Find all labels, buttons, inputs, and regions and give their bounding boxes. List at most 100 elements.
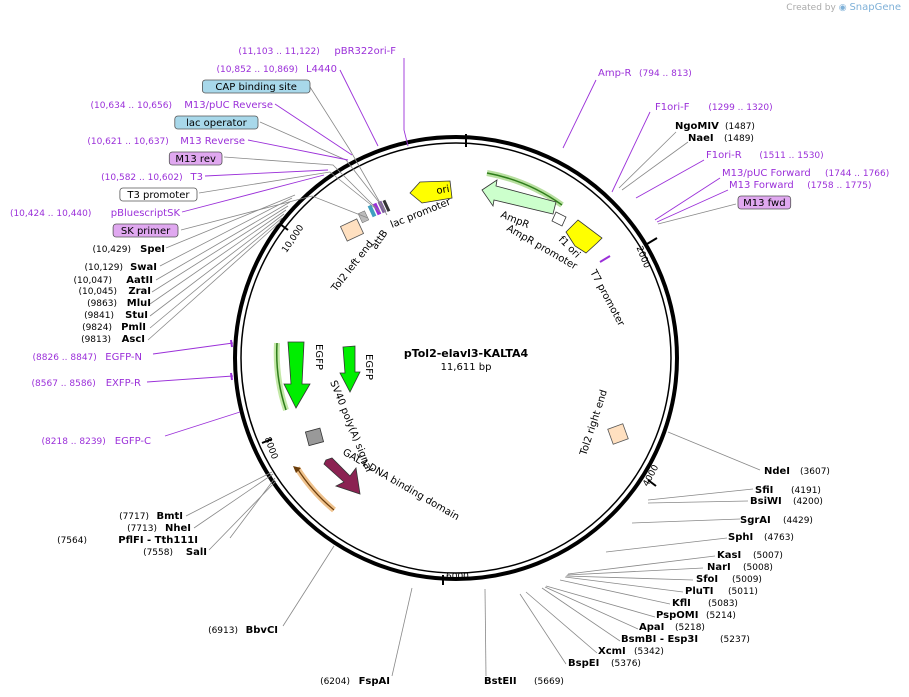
t7-promoter-mark	[599, 255, 611, 263]
ori-arrow	[409, 180, 453, 204]
enzyme-left-name-1: SwaI	[130, 262, 157, 273]
left-annotation-labels: pBR322ori-F(11,103 .. 11,122)L4440(10,85…	[10, 46, 396, 238]
primer-mid-pos-2: (8218 .. 8239)	[42, 437, 106, 447]
sv40-box	[304, 427, 325, 447]
tick-label-8000: 8000	[262, 436, 279, 461]
primer-mid-label-2: EGFP-C	[115, 436, 151, 447]
attb-feature-stack	[357, 199, 391, 224]
enzyme-right-name-11: ApaI	[639, 622, 664, 633]
tol2-right-end-box	[607, 423, 629, 445]
enzyme-left-pos-1: (10,129)	[84, 263, 123, 273]
enzyme-right-name-2: BsiWI	[750, 496, 782, 507]
enzyme-rt-pos-1: (1489)	[724, 134, 754, 144]
enzyme-right-name-4: SphI	[728, 532, 753, 543]
feature-box-2-box	[201, 79, 311, 94]
enzyme-right-pos-6: (5008)	[743, 563, 773, 573]
egfp-arrow-1	[283, 341, 311, 409]
enzyme-right-pos-4: (4763)	[764, 533, 794, 543]
right-enzyme-labels: NdeI(3607)SfiI(4191)BsiWI(4200)SgrAI(442…	[568, 466, 830, 669]
feature-box-10: SK primer	[121, 226, 171, 237]
enzyme-lb-name-0: BmtI	[156, 511, 183, 522]
bottom-enzyme-labels: BstEII(5669)FspAI(6204)BbvCI(6913)	[208, 625, 564, 687]
enzyme-right-name-1: SfiI	[755, 485, 773, 496]
enzyme-left-name-0: SpeI	[140, 244, 165, 255]
egfp-label-1: EGFP	[313, 344, 324, 370]
plasmid-backbone-outer	[233, 135, 679, 581]
tick-mark-2000	[646, 237, 658, 245]
enzyme-bottom-name-1: FspAI	[359, 676, 390, 687]
enzyme-rt-name-1: NaeI	[688, 133, 714, 144]
enzyme-left-pos-6: (9824)	[82, 323, 112, 333]
feature-box-10-box	[112, 223, 179, 238]
right-top-enzyme-labels: NgoMIV(1487)NaeI(1489)	[675, 121, 755, 144]
ori-label: ori	[436, 184, 451, 197]
primer-pos-5: (10,621 .. 10,637)	[87, 137, 168, 147]
enzyme-left-pos-0: (10,429)	[92, 245, 131, 255]
enzyme-lb-pos-2: (7564)	[57, 536, 87, 546]
enzyme-left-pos-3: (10,045)	[78, 287, 117, 297]
t7-promoter-label: T7 promoter	[587, 267, 627, 329]
enzyme-lb-pos-3: (7558)	[143, 548, 173, 558]
enzyme-bottom-name-2: BbvCI	[246, 625, 278, 636]
enzyme-right-pos-3: (4429)	[783, 516, 813, 526]
enzyme-lb-pos-1: (7713)	[127, 524, 157, 534]
primer-mid-label-1: EXFP-R	[106, 378, 141, 389]
plasmid-length: 11,611 bp	[441, 362, 492, 373]
primer-right-label-4: M13 Forward	[729, 180, 794, 191]
primer-label-3: M13/pUC Reverse	[184, 100, 273, 111]
enzyme-right-name-14: BspEI	[568, 658, 599, 669]
tol2-left-end-label: Tol2 left end	[329, 239, 376, 295]
enzyme-bottom-pos-1: (6204)	[320, 677, 350, 687]
enzyme-left-name-5: StuI	[125, 310, 148, 321]
enzyme-right-name-3: SgrAI	[740, 515, 771, 526]
right-enzyme-leader-lines	[519, 431, 761, 665]
enzyme-bottom-name-0: BstEII	[484, 676, 517, 687]
ampr-arc	[486, 172, 563, 206]
primer-pos-3: (10,634 .. 10,656)	[91, 101, 172, 111]
primer-mid-pos-0: (8826 .. 8847)	[33, 353, 97, 363]
credit-prefix: Created by	[786, 3, 836, 13]
right-top-leader-lines	[562, 79, 737, 225]
egfp-primer-arc	[275, 342, 287, 411]
feature-box-8: T3 promoter	[126, 190, 190, 201]
primer-right-pos-2: (1511 .. 1530)	[759, 151, 823, 161]
tick-mark-4000	[647, 479, 657, 487]
tol2-right-end-label: Tol2 right end	[578, 389, 610, 458]
primer-mid-pos-1: (8567 .. 8586)	[32, 379, 96, 389]
primer-right-label-2: F1ori-R	[706, 150, 742, 161]
tick-label-6000: 6000	[446, 572, 469, 582]
enzyme-right-name-8: PluTI	[685, 586, 713, 597]
tick-mark-8000	[261, 438, 273, 444]
enzyme-right-pos-5: (5007)	[753, 551, 783, 561]
primer-label-0: pBR322ori-F	[334, 46, 396, 57]
feature-box-6-box	[168, 151, 223, 166]
enzyme-left-name-3: ZraI	[128, 286, 151, 297]
plasmid-name: pTol2-elavl3-KALTA4	[404, 347, 529, 360]
enzyme-left-pos-5: (9841)	[84, 311, 114, 321]
primer-label-5: M13 Reverse	[180, 136, 245, 147]
enzyme-left-name-7: AscI	[122, 334, 145, 345]
primer-mid-label-0: EGFP-N	[105, 352, 142, 363]
snapgene-credit: Created by ◉ SnapGene	[786, 2, 901, 13]
feature-box-right-5-box	[737, 195, 792, 210]
enzyme-right-name-0: NdeI	[764, 466, 790, 477]
primer-pos-9: (10,424 .. 10,440)	[10, 209, 91, 219]
primer-right-pos-0: (794 .. 813)	[639, 69, 692, 79]
feature-box-right-5: M13 fwd	[743, 198, 785, 209]
enzyme-bottom-pos-2: (6913)	[208, 626, 238, 636]
mid-left-leader-lines	[146, 339, 241, 437]
egfp-arrow-2	[339, 345, 361, 393]
enzyme-right-pos-13: (5342)	[634, 647, 664, 657]
enzyme-right-pos-7: (5009)	[732, 575, 762, 585]
primer-pos-0: (11,103 .. 11,122)	[238, 47, 319, 57]
enzyme-lb-name-3: SalI	[186, 547, 207, 558]
left-bottom-enzyme-labels: BmtI(7717)NheI(7713)PflFI - Tth111I(7564…	[57, 511, 207, 558]
enzyme-right-pos-12: (5237)	[720, 635, 750, 645]
ampr-promoter-box	[551, 211, 567, 227]
ampr-arrow	[481, 179, 557, 215]
mid-left-annotation-labels: EGFP-N (8826 .. 8847) EXFP-R (8567 .. 8586)…	[32, 352, 151, 447]
enzyme-right-pos-1: (4191)	[791, 486, 821, 496]
gal4-primer-arc	[296, 467, 335, 511]
enzyme-left-pos-7: (9813)	[81, 335, 111, 345]
